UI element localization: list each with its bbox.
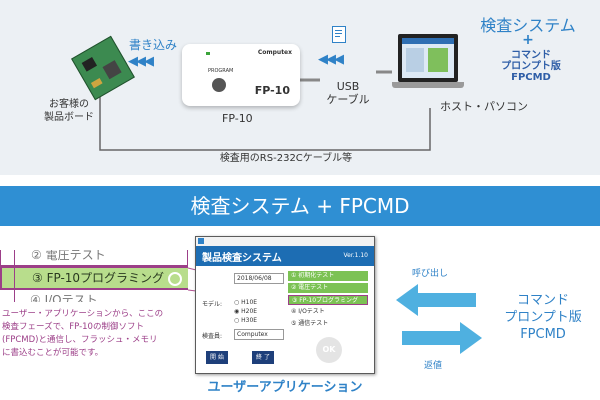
model-label: モデル: (202, 301, 223, 308)
zoom-row-voltage: ② 電圧テスト (0, 250, 188, 266)
fp10-device: Computex PROGRAM FP-10 (182, 44, 300, 106)
radio-h20e-label: H20E (241, 308, 258, 315)
zoom-row-programming-label: ③ FP-10プログラミング (32, 271, 165, 285)
inspector-input[interactable]: Computex (234, 329, 284, 340)
plus-sign: + (522, 32, 534, 48)
step-status-icon (168, 272, 182, 286)
fpcmd-top-label: コマンド プロンプト版 FPCMD (501, 50, 561, 83)
step-voltage: ② 電圧テスト (288, 283, 368, 293)
device-caption: FP-10 (222, 112, 253, 125)
step-init: ① 初期化テスト (288, 271, 368, 281)
step-comm: ⑤ 通信テスト (291, 320, 329, 327)
zoom-row-io-label: ④ I/Oテスト (30, 293, 98, 302)
radio-h30e-label: H30E (241, 317, 258, 324)
steps-panel: ① 初期化テスト ② 電圧テスト ③ FP-10プログラミング ④ I/Oテスト… (288, 271, 370, 335)
call-arrow-icon (396, 284, 476, 316)
call-label: 呼び出し (412, 269, 449, 279)
system-title-top: 検査システム (480, 16, 576, 35)
app-icon (198, 238, 204, 244)
end-button[interactable]: 終 了 (252, 351, 274, 364)
radio-h30e[interactable]: ○ H30E (234, 317, 258, 324)
radio-h10e-label: H10E (241, 299, 258, 306)
zoomed-step-list: ② 電圧テスト ③ FP-10プログラミング ④ I/Oテスト (0, 250, 188, 302)
app-version: Ver.1.10 (343, 252, 368, 259)
app-title: 製品検査システム (202, 253, 282, 264)
step-programming: ③ FP-10プログラミング (288, 295, 368, 305)
device-name: FP-10 (254, 84, 290, 97)
document-icon (332, 26, 346, 43)
user-app-caption: ユーザーアプリケーション (207, 380, 363, 395)
return-label: 返値 (424, 361, 443, 371)
ok-indicator: OK (316, 337, 342, 363)
power-led-icon (206, 52, 210, 55)
usb-arrows: ◀◀◀ (318, 52, 344, 67)
step-io: ④ I/Oテスト (291, 308, 325, 315)
rs232-cable-label: 検査用のRS-232Cケーブル等 (219, 153, 353, 164)
zoom-row-io: ④ I/Oテスト (0, 290, 186, 302)
exchange-arrows (396, 284, 482, 354)
host-laptop-image (392, 34, 464, 98)
usb-cable-label: USB ケーブル (326, 80, 370, 106)
section-banner: 検査システム + FPCMD (0, 186, 600, 226)
host-pc-label: ホスト・パソコン (440, 100, 528, 113)
zoom-left-border (0, 250, 15, 302)
start-button[interactable]: 開 始 (206, 351, 228, 364)
device-brand: Computex (257, 49, 292, 56)
connection-lines (99, 70, 431, 151)
customer-board-label: お客様の 製品ボード (44, 99, 94, 123)
app-window: 製品検査システム Ver.1.10 2018/06/08 モデル: ○ H10E… (195, 236, 375, 374)
write-label: 書き込み (128, 38, 177, 52)
zoom-row-voltage-label: ② 電圧テスト (31, 250, 106, 262)
inspector-label: 検査員: (202, 333, 223, 340)
model-radio-group: ○ H10E ◉ H20E ○ H30E (234, 299, 257, 326)
zoom-row-programming: ③ FP-10プログラミング (0, 266, 188, 290)
return-arrow-icon (402, 322, 482, 354)
fpcmd-bottom-label: コマンド プロンプト版 FPCMD (504, 293, 582, 342)
device-program-label: PROGRAM (208, 68, 234, 74)
rs232-cable-line (99, 95, 431, 151)
description-text: ユーザー・アプリケーションから、ここの 検査フェーズで、FP-10の制御ソフト … (2, 309, 164, 358)
date-field: 2018/06/08 (234, 273, 284, 284)
radio-h10e[interactable]: ○ H10E (234, 299, 258, 306)
program-button[interactable] (212, 78, 226, 92)
app-header: 製品検査システム Ver.1.10 (196, 246, 374, 266)
write-arrows: ◀◀◀ (128, 54, 154, 69)
radio-h20e[interactable]: ◉ H20E (234, 308, 258, 315)
ok-label: OK (322, 345, 336, 354)
